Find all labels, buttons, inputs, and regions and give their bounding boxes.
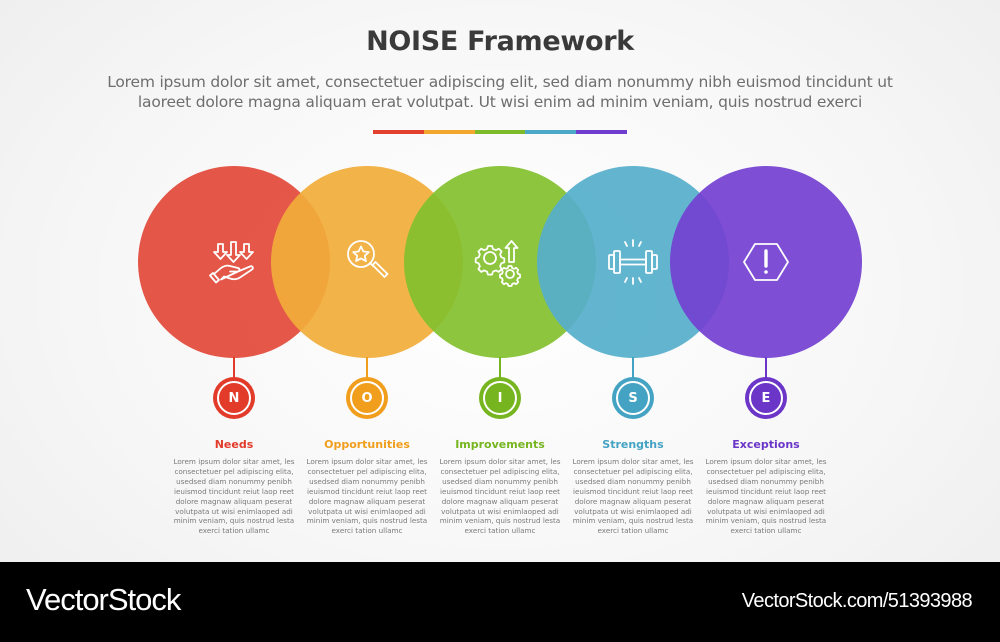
watermark-footer: VectorStock VectorStock.com/51393988 — [0, 562, 1000, 642]
badge-letter: I — [483, 381, 517, 415]
image-url[interactable]: VectorStock.com/51393988 — [741, 590, 973, 612]
subtitle-line-1: Lorem ipsum dolor sit amet, consectetuer… — [107, 73, 893, 91]
color-bar-segment — [474, 130, 526, 134]
subtitle-line-2: laoreet dolore magna aliquam erat volutp… — [137, 93, 863, 111]
connector-line-strengths — [632, 357, 634, 378]
connector-line-needs — [233, 357, 235, 378]
color-bar-segment — [423, 130, 475, 134]
letter-badge-i: I — [479, 377, 521, 419]
badge-letter: E — [749, 381, 783, 415]
connector-line-improvements — [499, 357, 501, 378]
color-bar-segment — [525, 130, 577, 134]
connector-line-opportunities — [366, 357, 368, 378]
item-description-exceptions: Lorem ipsum dolor sitar amet, les consec… — [705, 457, 827, 536]
letter-badge-o: O — [346, 377, 388, 419]
badge-letter: N — [217, 381, 251, 415]
item-title-improvements: Improvements — [455, 438, 545, 451]
item-title-needs: Needs — [214, 438, 254, 451]
gears-arrow-up-icon — [474, 240, 521, 287]
letter-badge-n: N — [213, 377, 255, 419]
item-title-strengths: Strengths — [602, 438, 664, 451]
circle-exceptions — [670, 166, 862, 358]
item-title-exceptions: Exceptions — [732, 438, 800, 451]
connector-line-exceptions — [765, 357, 767, 378]
item-description-opportunities: Lorem ipsum dolor sitar amet, les consec… — [306, 457, 428, 536]
page-subtitle: Lorem ipsum dolor sit amet, consectetuer… — [60, 72, 940, 112]
dumbbell-icon — [608, 239, 658, 285]
letter-badge-e: E — [745, 377, 787, 419]
color-bar-segment — [576, 130, 627, 134]
color-bar-segment — [373, 130, 424, 134]
color-divider-bar — [373, 130, 627, 134]
badge-letter: S — [616, 381, 650, 415]
item-description-improvements: Lorem ipsum dolor sitar amet, les consec… — [439, 457, 561, 536]
item-description-strengths: Lorem ipsum dolor sitar amet, les consec… — [572, 457, 694, 536]
item-description-needs: Lorem ipsum dolor sitar amet, les consec… — [173, 457, 295, 536]
page-title: NOISE Framework — [366, 26, 634, 57]
hexagon-exclamation-icon — [743, 243, 789, 281]
magnifier-star-icon — [347, 240, 389, 278]
vectorstock-logo[interactable]: VectorStock — [26, 582, 181, 617]
badge-letter: O — [350, 381, 384, 415]
item-title-opportunities: Opportunities — [324, 438, 410, 451]
letter-badge-s: S — [612, 377, 654, 419]
hand-receiving-arrows-icon — [209, 241, 254, 284]
